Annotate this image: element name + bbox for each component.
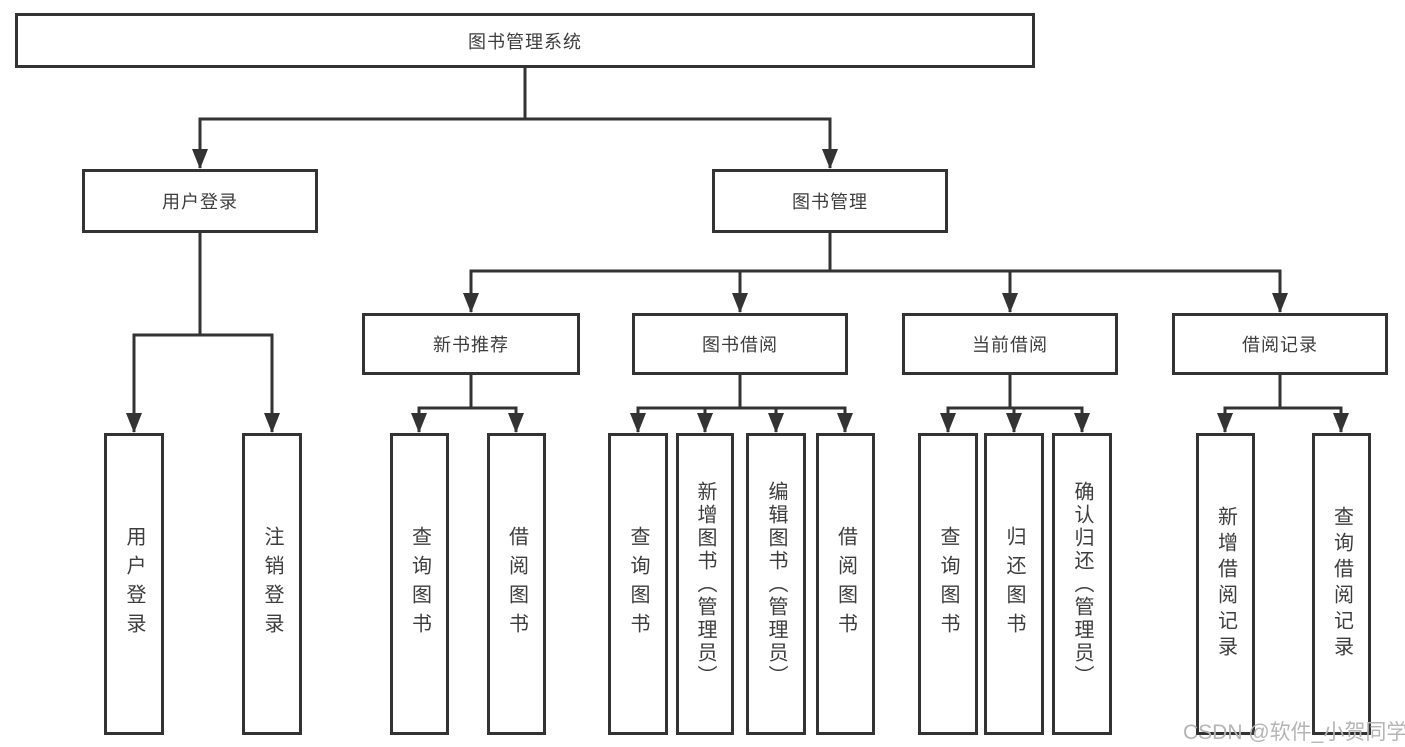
- node-label: 图书管理: [792, 192, 868, 212]
- leaf-confirm-return-admin: 确认归还（管理员）: [1052, 433, 1112, 735]
- leaf-logout: 注销登录: [242, 433, 302, 735]
- node-label: 借阅图书: [505, 526, 528, 642]
- leaf-user-login: 用户登录: [104, 433, 164, 735]
- arrowhead: [1002, 293, 1018, 313]
- arrowhead: [192, 149, 208, 169]
- arrowhead: [768, 413, 784, 433]
- connector-book-management-children: [469, 269, 1282, 312]
- node-label: 确认归还（管理员）: [1071, 480, 1093, 688]
- node-label: 查询图书: [937, 526, 959, 642]
- csdn-watermark: CSDN @软件_小贺同学: [1183, 721, 1405, 744]
- leaf-add-books-admin: 新增图书（管理员）: [676, 433, 734, 735]
- connector-current-children: [946, 406, 1084, 432]
- arrowhead: [463, 293, 479, 313]
- connector-user-login-children: [132, 333, 274, 432]
- arrowhead: [837, 413, 853, 433]
- connector-recommend-children: [417, 406, 518, 432]
- arrowhead: [508, 413, 524, 433]
- arrowhead: [1074, 413, 1090, 433]
- connector-borrowing-children: [636, 406, 847, 432]
- arrowhead: [630, 413, 646, 433]
- node-label: 归还图书: [1003, 526, 1025, 642]
- node-new-book-recommend: 新书推荐: [362, 313, 580, 375]
- leaf-add-borrow-record: 新增借阅记录: [1196, 433, 1255, 735]
- node-book-borrowing: 图书借阅: [632, 313, 848, 375]
- leaf-current-query-books: 查询图书: [918, 433, 978, 735]
- node-label: 借阅记录: [1242, 335, 1318, 355]
- leaf-query-borrow-record: 查询借阅记录: [1312, 433, 1371, 735]
- node-label: 当前借阅: [972, 335, 1048, 355]
- arrowhead: [1217, 413, 1233, 433]
- arrowhead: [940, 413, 956, 433]
- node-label: 注销登录: [261, 526, 283, 642]
- node-label: 编辑图书（管理员）: [765, 480, 787, 688]
- node-label: 借阅图书: [834, 526, 857, 642]
- node-borrowing-records: 借阅记录: [1172, 313, 1388, 375]
- arrowhead: [264, 413, 280, 433]
- node-label: 新书推荐: [433, 335, 509, 355]
- leaf-recommend-borrow-books: 借阅图书: [487, 433, 546, 735]
- node-current-borrowing: 当前借阅: [902, 313, 1118, 375]
- node-user-login: 用户登录: [82, 169, 318, 233]
- leaf-edit-books-admin: 编辑图书（管理员）: [746, 433, 806, 735]
- node-library-management-system: 图书管理系统: [15, 13, 1035, 68]
- node-label: 查询借阅记录: [1330, 506, 1353, 662]
- node-label: 图书借阅: [702, 335, 778, 355]
- node-label: 用户登录: [123, 526, 145, 642]
- node-book-management: 图书管理: [712, 169, 948, 233]
- arrowhead: [1272, 293, 1288, 313]
- arrowhead: [697, 413, 713, 433]
- leaf-recommend-query-books: 查询图书: [390, 433, 449, 735]
- node-label: 新增借阅记录: [1214, 506, 1237, 662]
- arrowhead: [126, 413, 142, 433]
- arrowhead: [732, 293, 748, 313]
- node-label: 查询图书: [408, 526, 431, 642]
- node-label: 查询图书: [627, 526, 649, 642]
- arrowhead: [1333, 413, 1349, 433]
- leaf-borrowing-query-books: 查询图书: [608, 433, 668, 735]
- arrowhead: [411, 413, 427, 433]
- leaf-return-books: 归还图书: [984, 433, 1044, 735]
- arrowhead: [822, 149, 838, 169]
- node-label: 用户登录: [162, 192, 238, 212]
- connector-records-children: [1223, 406, 1343, 432]
- arrowhead: [1006, 413, 1022, 433]
- connector-root-to-level2: [198, 117, 832, 168]
- leaf-borrowing-borrow-books: 借阅图书: [816, 433, 875, 735]
- node-label: 图书管理系统: [468, 31, 582, 52]
- node-label: 新增图书（管理员）: [694, 480, 716, 688]
